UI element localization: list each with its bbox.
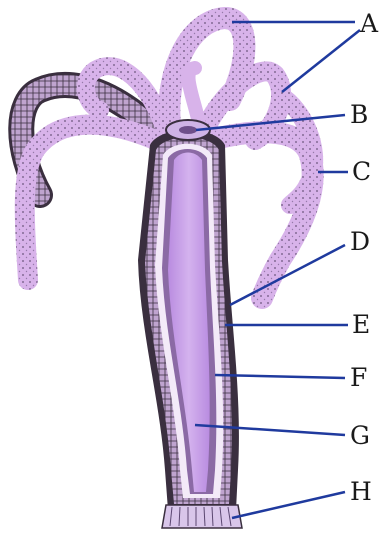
label-d: D <box>350 227 370 256</box>
mouth <box>179 126 197 134</box>
label-g: G <box>350 421 370 450</box>
label-e: E <box>352 310 370 339</box>
label-b: B <box>350 100 368 129</box>
labels: A B C D E F G H <box>350 9 379 506</box>
leader-h <box>232 492 345 518</box>
label-a: A <box>359 9 379 38</box>
tentacle-curl <box>189 68 200 128</box>
label-f: F <box>350 363 367 392</box>
leader-a-2 <box>282 30 360 92</box>
label-c: C <box>352 157 371 186</box>
label-h: H <box>350 477 372 506</box>
